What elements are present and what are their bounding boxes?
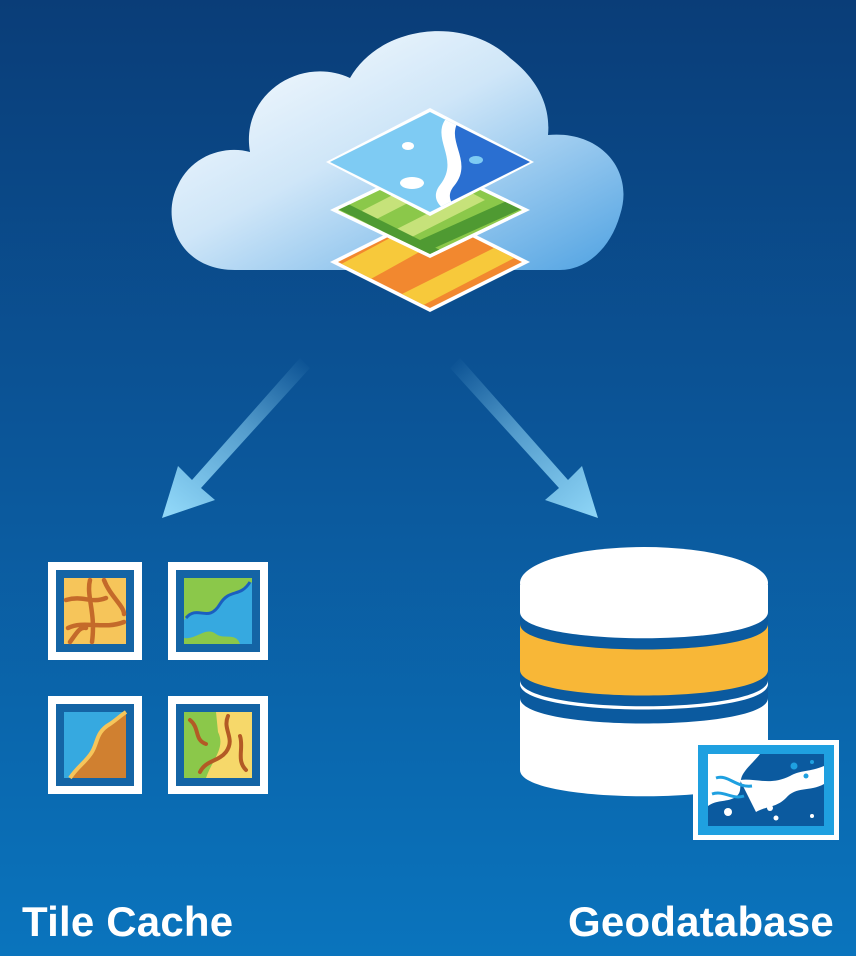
- tile-coast: [48, 696, 142, 794]
- tile-roads: [48, 562, 142, 660]
- arrow-to-geodatabase: [450, 358, 598, 518]
- database-icon: [520, 547, 768, 797]
- arrow-to-tile-cache: [162, 358, 310, 518]
- tile-terrain: [168, 696, 268, 794]
- geodatabase-label: Geodatabase: [568, 898, 834, 945]
- tile-cache-label: Tile Cache: [22, 898, 234, 945]
- tile-cache-icon: [48, 562, 268, 794]
- map-layers-icon: [326, 108, 534, 312]
- tile-river: [168, 562, 268, 660]
- map-badge-icon: [693, 740, 839, 840]
